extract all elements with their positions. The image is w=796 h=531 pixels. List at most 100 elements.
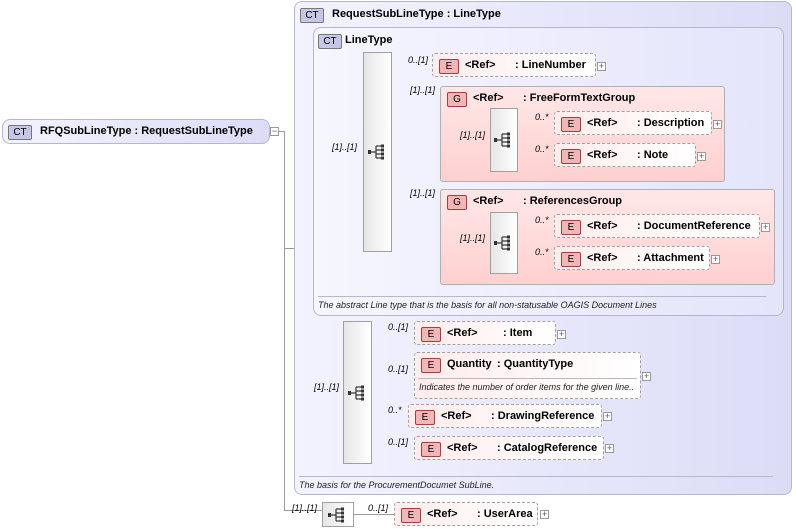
element-ref: <Ref>	[441, 410, 472, 422]
cardinality: [1]..[1]	[314, 382, 340, 392]
complex-type-icon: CT	[318, 34, 342, 49]
expand-icon[interactable]: +	[557, 329, 566, 339]
cardinality: [1]..[1]	[410, 85, 436, 95]
element-quantity[interactable]: E Quantity : QuantityType Indicates the …	[414, 352, 641, 399]
element-icon: E	[439, 59, 459, 74]
element-ref: <Ref>	[587, 149, 618, 161]
complex-type-icon: CT	[8, 125, 32, 140]
element-drawing-reference[interactable]: E <Ref> : DrawingReference	[408, 404, 602, 428]
sequence-compositor[interactable]	[343, 321, 372, 464]
cardinality: 0..*	[535, 247, 549, 257]
cardinality: 0..[1]	[408, 55, 429, 65]
cardinality: 0..*	[535, 215, 549, 225]
group-icon: G	[447, 92, 467, 107]
element-name: : Note	[637, 149, 669, 161]
element-name: : DrawingReference	[491, 410, 595, 422]
connector	[284, 248, 294, 249]
expand-icon[interactable]: +	[603, 411, 612, 421]
sequence-compositor[interactable]	[322, 502, 354, 527]
doc-separator	[299, 476, 773, 477]
element-name: : Description	[637, 117, 705, 129]
expand-icon[interactable]: +	[713, 119, 722, 129]
cardinality: 0..*	[388, 405, 402, 415]
element-document-reference[interactable]: E <Ref> : DocumentReference	[554, 214, 760, 238]
group-name: : FreeFormTextGroup	[523, 92, 636, 104]
sequence-compositor[interactable]	[363, 52, 392, 252]
sequence-icon	[494, 132, 510, 148]
element-icon: E	[561, 149, 581, 164]
element-name: : LineNumber	[515, 59, 586, 71]
root-type-label: RFQSubLineType : RequestSubLineType	[40, 125, 253, 137]
sequence-icon	[367, 144, 384, 160]
element-note[interactable]: E <Ref> : Note	[554, 143, 696, 167]
element-icon: E	[561, 252, 581, 267]
cardinality: [1]..[1]	[460, 130, 486, 140]
element-name: : UserArea	[477, 508, 533, 520]
group-ref: <Ref>	[473, 92, 504, 104]
element-line-number[interactable]: E <Ref> : LineNumber	[432, 53, 596, 77]
sequence-compositor[interactable]	[490, 212, 518, 274]
inner-type-documentation: The abstract Line type that is the basis…	[318, 300, 657, 310]
expand-icon[interactable]: +	[605, 443, 614, 453]
element-ref: <Ref>	[587, 252, 618, 264]
doc-separator	[418, 378, 637, 379]
element-name: : Attachment	[637, 252, 704, 264]
element-documentation: Indicates the number of order items for …	[419, 382, 635, 392]
sequence-icon	[328, 507, 344, 522]
element-name: : QuantityType	[497, 358, 574, 370]
cardinality: [1]..[1]	[292, 503, 318, 513]
sequence-icon	[347, 385, 364, 400]
element-icon: E	[421, 442, 441, 457]
complex-type-icon: CT	[300, 8, 324, 23]
cardinality: 0..[1]	[388, 364, 409, 374]
cardinality: [1]..[1]	[460, 233, 486, 243]
element-icon: E	[421, 327, 441, 342]
element-user-area[interactable]: E <Ref> : UserArea	[394, 502, 538, 526]
element-icon: E	[561, 117, 581, 132]
cardinality: [1]..[1]	[332, 142, 358, 152]
outer-type-label: RequestSubLineType : LineType	[332, 8, 501, 20]
element-icon: E	[421, 358, 441, 373]
element-name: : DocumentReference	[637, 220, 751, 232]
element-ref: <Ref>	[587, 220, 618, 232]
cardinality: 0..*	[535, 112, 549, 122]
element-item[interactable]: E <Ref> : Item	[414, 321, 556, 345]
element-ref: <Ref>	[447, 442, 478, 454]
collapse-icon[interactable]: −	[270, 126, 279, 136]
expand-icon[interactable]: +	[761, 222, 770, 232]
inner-type-label: LineType	[345, 34, 393, 46]
cardinality: 0..[1]	[388, 322, 409, 332]
cardinality: [1]..[1]	[410, 188, 436, 198]
element-icon: E	[401, 508, 421, 523]
element-description[interactable]: E <Ref> : Description	[554, 111, 712, 135]
element-name: : Item	[503, 327, 533, 339]
element-name: : CatalogReference	[497, 442, 598, 454]
element-ref: <Ref>	[427, 508, 458, 520]
cardinality: 0..[1]	[388, 437, 409, 447]
group-name: : ReferencesGroup	[523, 195, 623, 207]
element-ref: <Ref>	[587, 117, 618, 129]
group-icon: G	[447, 195, 467, 210]
expand-icon[interactable]: +	[711, 254, 720, 264]
cardinality: 0..[1]	[368, 503, 389, 513]
connector	[354, 514, 394, 515]
connector	[284, 131, 285, 510]
element-icon: E	[561, 220, 581, 235]
element-catalog-reference[interactable]: E <Ref> : CatalogReference	[414, 436, 604, 460]
sequence-icon	[494, 235, 510, 251]
expand-icon[interactable]: +	[540, 509, 549, 519]
doc-separator	[318, 296, 766, 297]
element-ref: Quantity	[447, 358, 492, 370]
element-icon: E	[415, 410, 435, 425]
group-ref: <Ref>	[473, 195, 504, 207]
connector	[284, 510, 324, 511]
expand-icon[interactable]: +	[697, 151, 706, 161]
cardinality: 0..*	[535, 144, 549, 154]
expand-icon[interactable]: +	[642, 371, 651, 381]
sequence-compositor[interactable]	[490, 108, 518, 172]
expand-icon[interactable]: +	[597, 61, 606, 71]
element-attachment[interactable]: E <Ref> : Attachment	[554, 246, 710, 270]
root-complex-type[interactable]: CT RFQSubLineType : RequestSubLineType	[2, 119, 270, 144]
element-ref: <Ref>	[447, 327, 478, 339]
element-ref: <Ref>	[465, 59, 496, 71]
